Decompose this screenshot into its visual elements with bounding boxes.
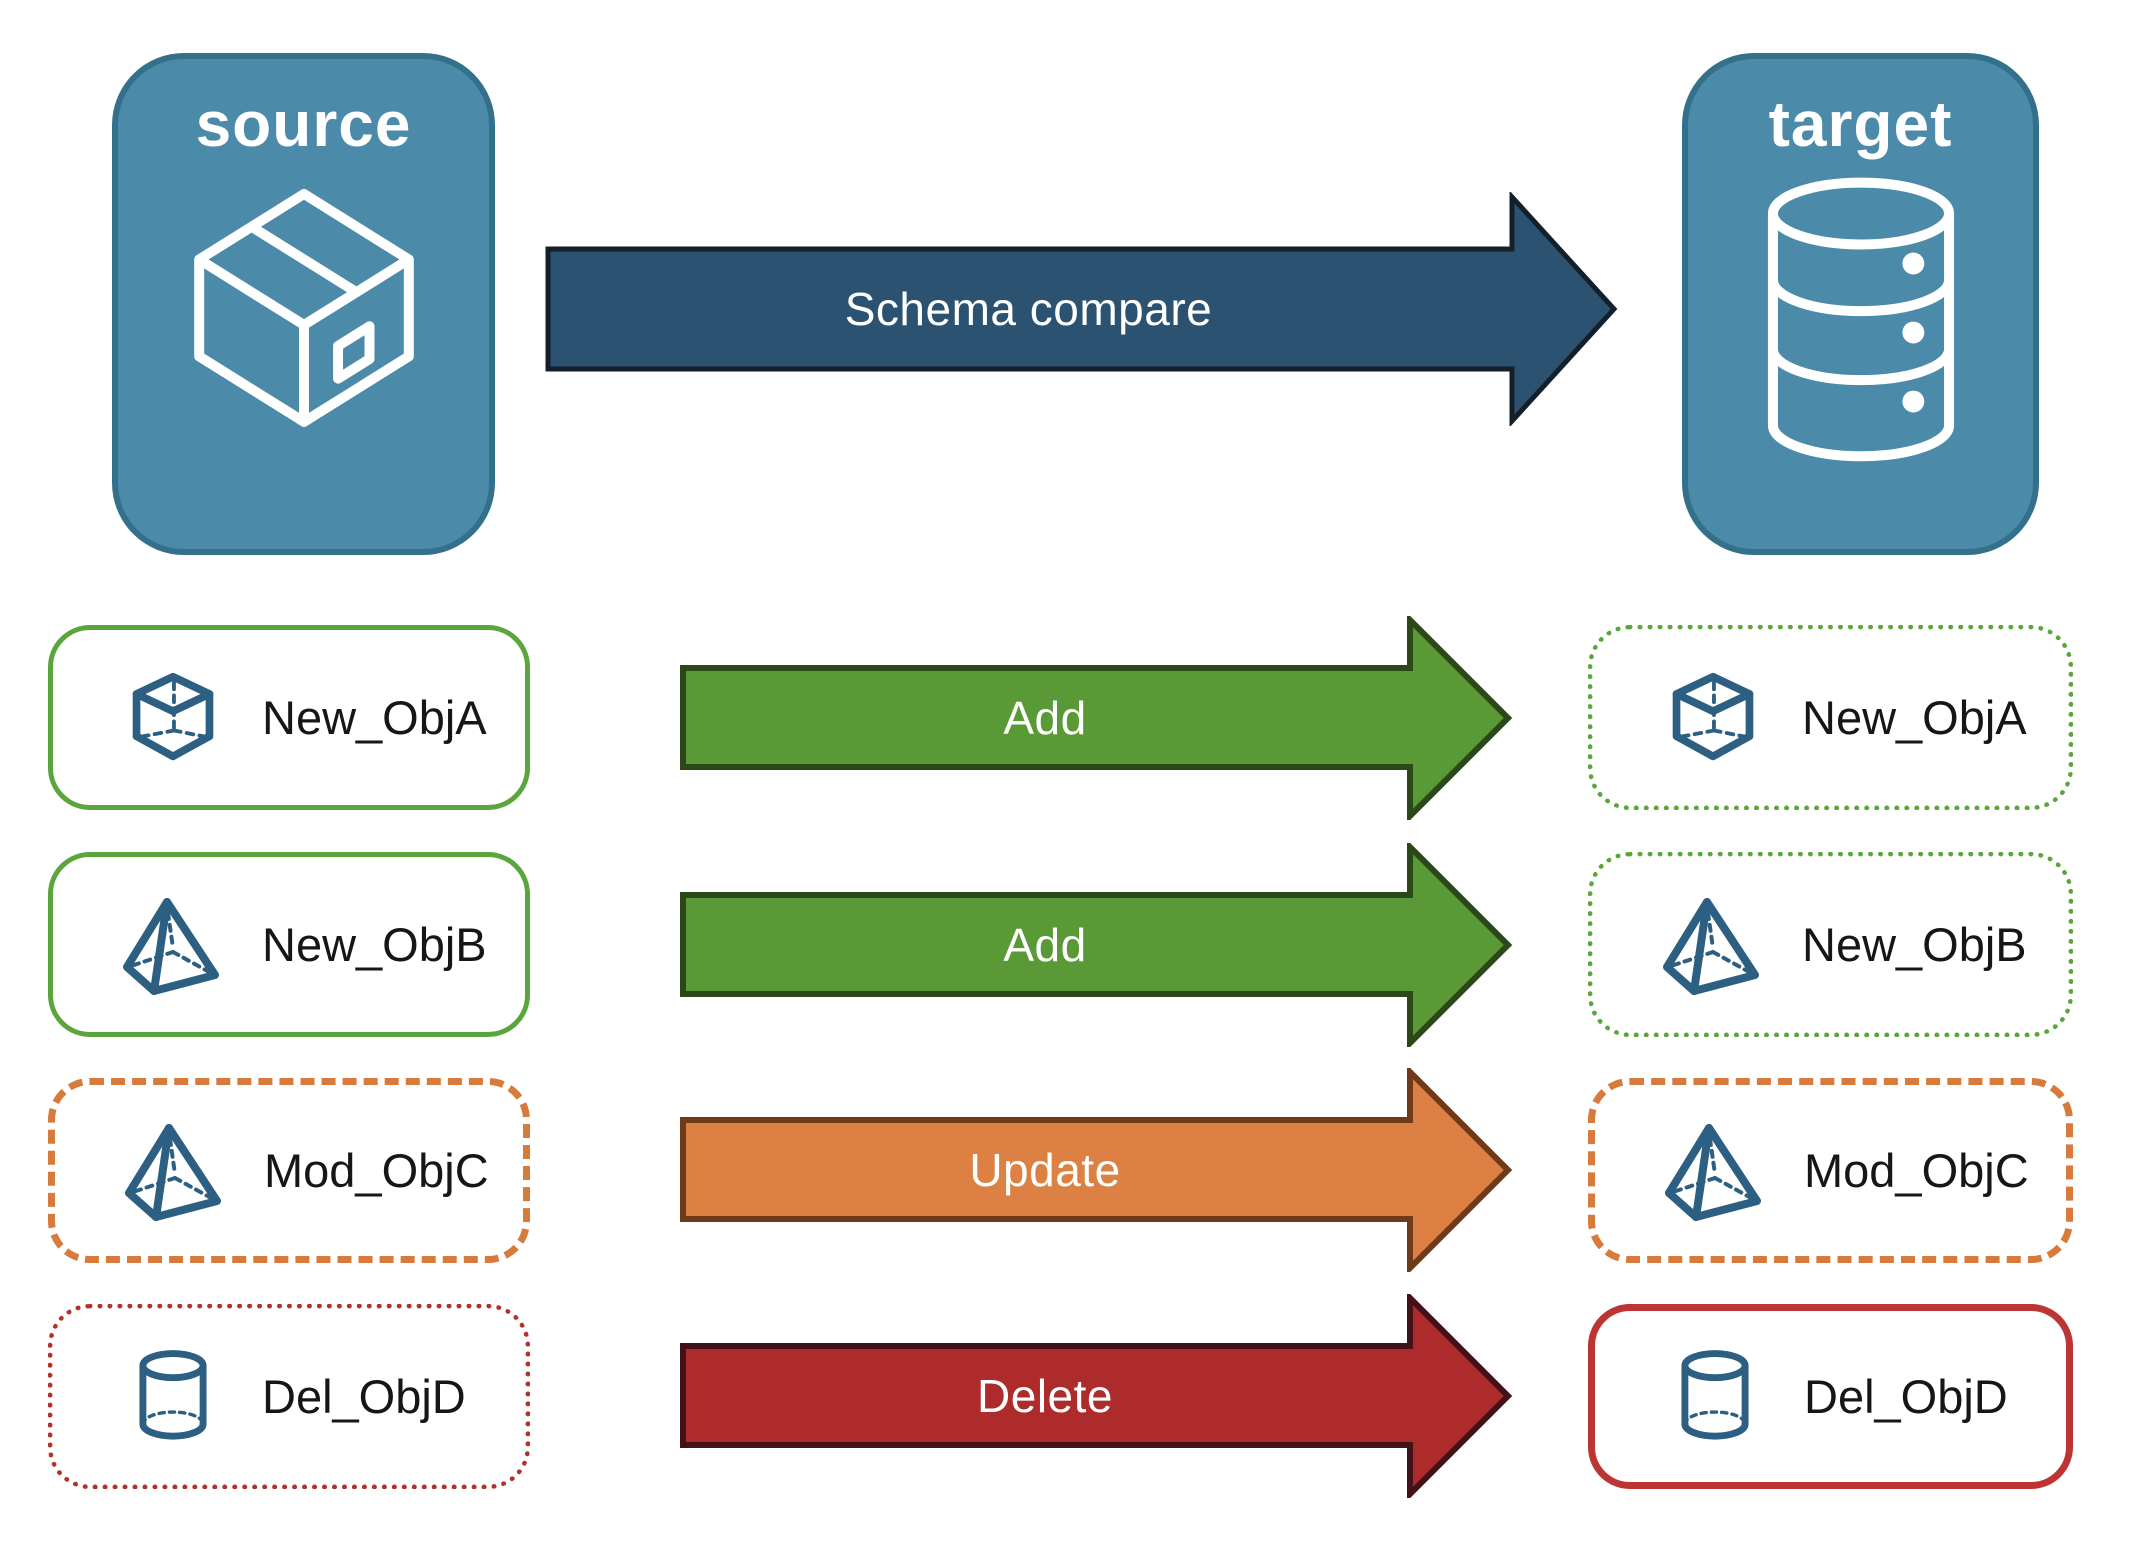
action-arrow-label: Add bbox=[1003, 918, 1087, 971]
pyramid-icon bbox=[1647, 1121, 1782, 1221]
target-object-box-new-objb: New_ObjB bbox=[1588, 852, 2073, 1037]
source-object-box-new-obja: New_ObjA bbox=[48, 625, 530, 810]
object-label: New_ObjB bbox=[1802, 918, 2027, 971]
add-arrow-row-1: Add bbox=[680, 616, 1513, 820]
right-arrow-icon bbox=[545, 192, 1618, 426]
right-arrow-icon bbox=[680, 843, 1513, 1047]
pyramid-icon bbox=[107, 1121, 242, 1221]
target-object-box-del-objd: Del_ObjD bbox=[1588, 1304, 2073, 1489]
cube-icon bbox=[105, 670, 240, 766]
source-object-box-del-objd: Del_ObjD bbox=[48, 1304, 530, 1489]
cylinder-icon bbox=[105, 1347, 240, 1447]
right-arrow-icon bbox=[680, 616, 1513, 820]
target-panel: target bbox=[1682, 53, 2039, 555]
action-arrow-label: Update bbox=[969, 1143, 1121, 1196]
schema-compare-arrow: Schema compare bbox=[545, 192, 1620, 426]
object-label: Mod_ObjC bbox=[264, 1144, 489, 1197]
add-arrow-row-2: Add bbox=[680, 843, 1513, 1047]
cylinder-icon bbox=[1647, 1347, 1782, 1447]
object-label: Del_ObjD bbox=[1804, 1370, 2008, 1423]
source-panel: source bbox=[112, 53, 495, 555]
target-object-box-mod-objc: Mod_ObjC bbox=[1588, 1078, 2073, 1263]
target-panel-title: target bbox=[1768, 88, 1953, 160]
source-object-box-mod-objc: Mod_ObjC bbox=[48, 1078, 530, 1263]
right-arrow-icon bbox=[680, 1294, 1513, 1498]
compare-arrow-label: Schema compare bbox=[844, 283, 1213, 335]
action-arrow-label: Delete bbox=[977, 1369, 1113, 1422]
right-arrow-icon bbox=[680, 1068, 1513, 1272]
object-label: Mod_ObjC bbox=[1804, 1144, 2029, 1197]
cube-icon bbox=[1645, 670, 1780, 766]
database-icon bbox=[1767, 177, 1954, 462]
target-object-box-new-obja: New_ObjA bbox=[1588, 625, 2073, 810]
object-label: New_ObjB bbox=[262, 918, 487, 971]
package-box-icon bbox=[193, 189, 414, 428]
source-panel-title: source bbox=[195, 88, 412, 160]
pyramid-icon bbox=[105, 895, 240, 995]
object-label: New_ObjA bbox=[262, 691, 487, 744]
action-arrow-label: Add bbox=[1003, 691, 1087, 744]
pyramid-icon bbox=[1645, 895, 1780, 995]
object-label: New_ObjA bbox=[1802, 691, 2027, 744]
object-label: Del_ObjD bbox=[262, 1370, 466, 1423]
source-object-box-new-objb: New_ObjB bbox=[48, 852, 530, 1037]
delete-arrow-row-4: Delete bbox=[680, 1294, 1513, 1498]
update-arrow-row-3: Update bbox=[680, 1068, 1513, 1272]
